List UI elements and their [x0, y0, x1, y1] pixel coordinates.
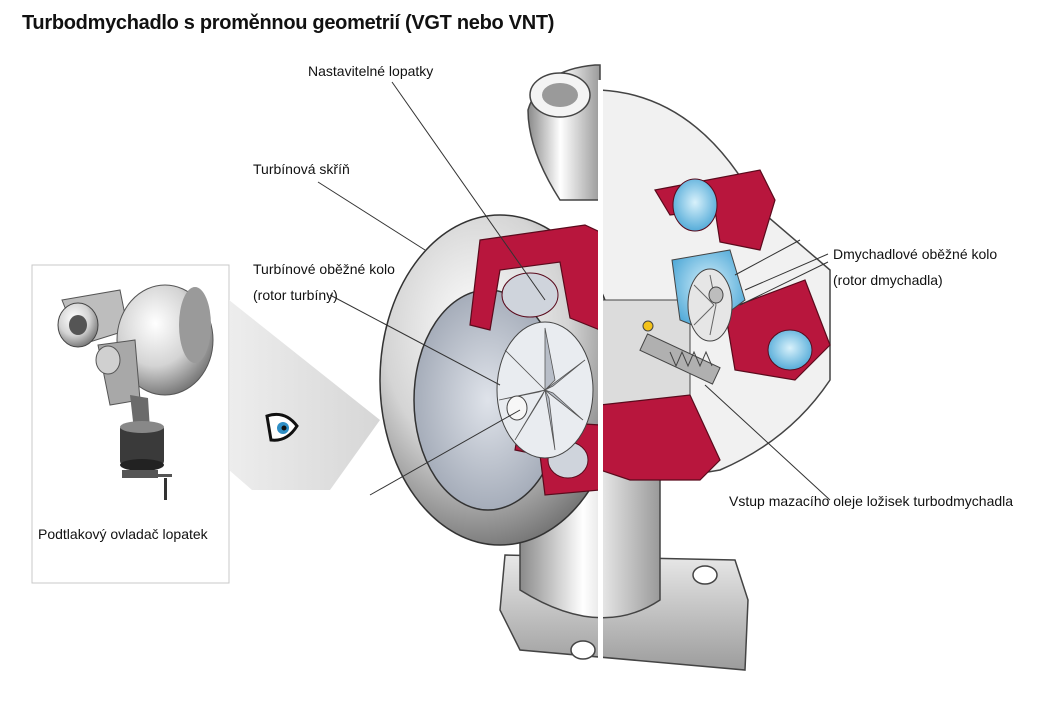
flange-hole: [692, 565, 718, 585]
actuator-photo-inset: [31, 264, 230, 584]
label-turbine-wheel-sub: (rotor turbíny): [253, 287, 338, 303]
label-vacuum-actuator: Podtlakový ovladač lopatek: [38, 526, 208, 542]
page-title: Turbodmychadlo s proměnnou geometrií (VG…: [22, 12, 555, 34]
label-oil-inlet: Vstup mazacího oleje ložisek turbodmycha…: [729, 493, 1014, 509]
compressor-volute-channel: [672, 178, 718, 232]
turbine-cut-section-upper: [469, 224, 601, 331]
label-compressor-wheel: Dmychadlové oběžné kolo: [833, 246, 998, 262]
label-compressor-wheel-sub: (rotor dmychadla): [833, 272, 943, 288]
oil-spring: [669, 350, 713, 368]
leader-compressor-wheel-a: [744, 253, 829, 291]
leader-adjustable-vanes: [391, 81, 546, 301]
shaft-nut: [642, 320, 654, 332]
turbocharger-illustration: [379, 64, 831, 700]
actuator-photo: [57, 284, 214, 500]
compressor-wheel: [687, 268, 733, 342]
view-arrow: [229, 300, 380, 490]
compressor-volute-channel: [767, 329, 813, 371]
label-adjustable-vanes: Nastavitelné lopatky: [308, 63, 434, 79]
label-turbine-housing: Turbínová skříň: [253, 161, 350, 177]
leader-turbine-housing: [317, 181, 426, 251]
label-turbine-wheel: Turbínové oběžné kolo: [253, 261, 395, 277]
leader-compressor-wheel-b: [739, 261, 829, 306]
section-cut-line: [598, 80, 603, 700]
leader-lines: [317, 81, 831, 501]
leader-compressor-wheel-c: [734, 239, 801, 276]
eye-icon: [265, 412, 299, 442]
shaft: [639, 333, 721, 385]
leader-turbine-outlet: [369, 409, 521, 496]
leader-turbine-wheel: [329, 294, 501, 386]
leader-oil-inlet: [704, 384, 831, 501]
flange-hole: [570, 640, 596, 660]
turbine-wheel: [496, 321, 594, 459]
